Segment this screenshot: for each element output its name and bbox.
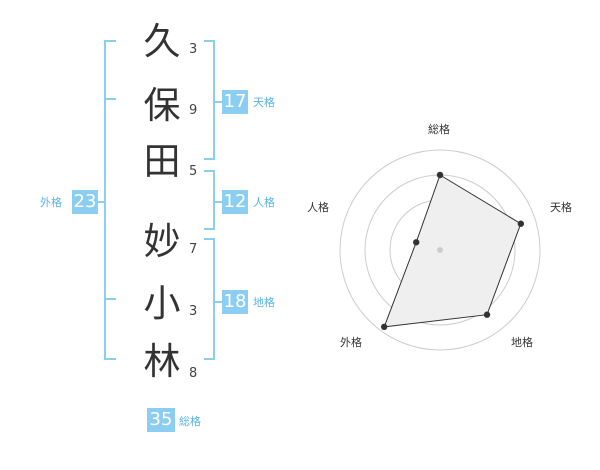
tenkaku-badge: 17 (222, 90, 248, 114)
soukaku-label: 総格 (179, 415, 201, 428)
chikaku-bracket-bottom (204, 358, 214, 360)
radar-axis-label-tenkaku: 天格 (550, 201, 572, 214)
stroke-count-4: 7 (189, 242, 198, 257)
radar-point (483, 311, 491, 318)
stroke-count-2: 9 (189, 103, 198, 118)
stroke-count-5: 3 (189, 304, 198, 319)
jinkaku-bracket-vertical (213, 170, 215, 230)
chikaku-connector (214, 301, 222, 303)
tenkaku-label: 天格 (253, 96, 275, 109)
radar-series-polygon (383, 174, 522, 328)
chikaku-badge: 18 (222, 290, 248, 314)
gaikaku-bracket-tick (104, 98, 116, 100)
chikaku-bracket-vertical (213, 238, 215, 360)
radar-point (517, 220, 525, 227)
gaikaku-badge: 23 (72, 190, 98, 214)
jinkaku-badge: 12 (222, 190, 248, 214)
name-char-5: 小 (143, 282, 181, 325)
jinkaku-bracket-top (204, 170, 214, 172)
radar-axis-label-jinkaku: 人格 (307, 201, 329, 214)
name-char-6: 林 (143, 340, 181, 383)
radar-axis-label-gaikaku: 外格 (340, 336, 362, 349)
radar-point (380, 323, 388, 331)
jinkaku-bracket-bottom (204, 228, 214, 230)
radar-axis-label-soukaku: 総格 (428, 123, 450, 136)
name-char-4: 妙 (143, 220, 181, 263)
stroke-count-1: 3 (189, 42, 198, 57)
radar-ring (339, 149, 541, 351)
jinkaku-connector (214, 201, 222, 203)
stroke-count-3: 5 (189, 164, 198, 179)
chikaku-label: 地格 (253, 296, 275, 309)
radar-point (413, 239, 420, 246)
tenkaku-bracket-bottom (204, 158, 214, 160)
gaikaku-bracket-bottom (104, 358, 116, 360)
tenkaku-bracket-vertical (213, 40, 215, 160)
radar-chart (339, 149, 541, 351)
tenkaku-connector (214, 101, 222, 103)
gaikaku-bracket-top (104, 40, 116, 42)
gaikaku-label: 外格 (40, 196, 62, 209)
jinkaku-label: 人格 (253, 196, 275, 209)
radar-center-point (437, 247, 443, 253)
stroke-count-6: 8 (189, 366, 198, 381)
name-char-1: 久 (143, 20, 181, 63)
chikaku-bracket-top (204, 238, 214, 240)
tenkaku-bracket-top (204, 40, 214, 42)
radar-axis-label-chikaku: 地格 (511, 336, 533, 349)
gaikaku-bracket-vertical (104, 40, 106, 360)
gaikaku-bracket-tick (104, 298, 116, 300)
name-char-3: 田 (143, 140, 181, 183)
gaikaku-connector (97, 201, 104, 203)
soukaku-badge: 35 (147, 408, 175, 432)
radar-points (380, 171, 525, 331)
name-char-2: 保 (143, 84, 181, 127)
radar-point (436, 171, 444, 179)
